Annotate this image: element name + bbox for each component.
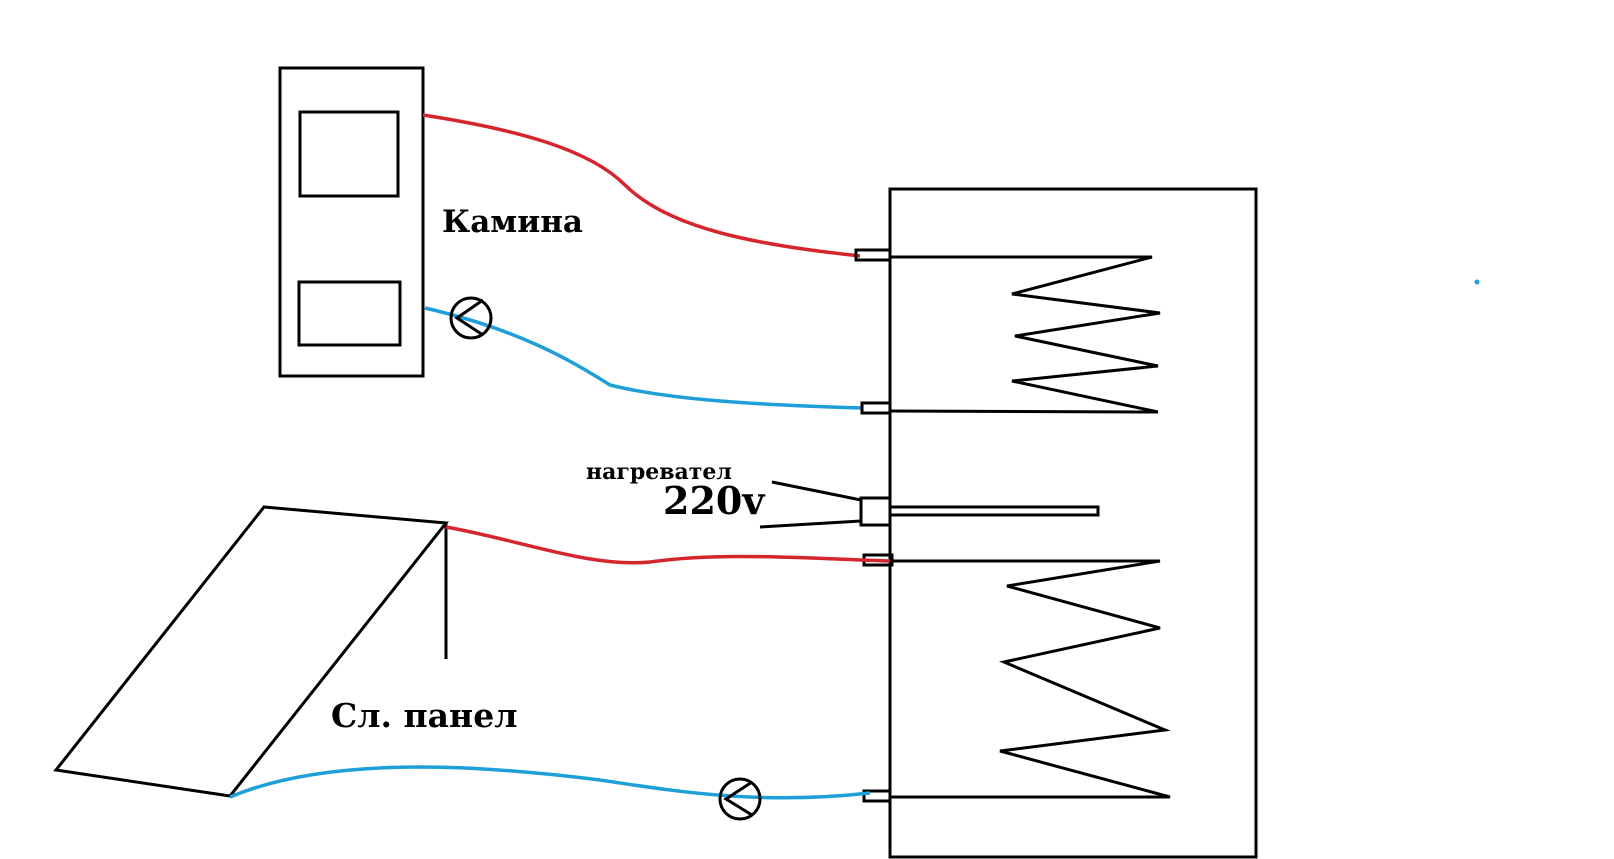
- stray-dot: [1474, 279, 1480, 285]
- voltage-label: 220v: [663, 478, 766, 523]
- solar-return-pipe: [229, 765, 871, 800]
- fireplace: [278, 66, 425, 378]
- heater-wire-lower: [759, 519, 862, 529]
- lower-coil: [862, 553, 1171, 803]
- heater-label: нагревател: [586, 459, 732, 485]
- upper-coil-inlet-connector: [854, 248, 892, 262]
- upper-coil-outlet-connector: [860, 401, 892, 415]
- fireplace-lower-window: [297, 280, 402, 347]
- solar-panel-label: Сл. панел: [331, 696, 517, 735]
- solar-supply-pipe: [445, 525, 891, 565]
- heater-flange: [859, 496, 892, 527]
- tank-body: [888, 187, 1258, 859]
- fireplace-return-pipe: [424, 306, 863, 410]
- electric-heater: [759, 480, 1100, 529]
- storage-tank: [888, 187, 1258, 859]
- upper-coil: [854, 248, 1161, 415]
- solar-pump-icon: [718, 777, 762, 821]
- heater-rod: [888, 505, 1100, 517]
- heater-wire-upper: [771, 480, 862, 502]
- fireplace-body: [278, 66, 425, 378]
- fireplace-pump-icon: [449, 296, 493, 340]
- solar-panel: [53, 505, 449, 798]
- fireplace-label: Камина: [442, 204, 583, 240]
- fireplace-supply-pipe: [422, 113, 861, 258]
- fireplace-upper-window: [298, 110, 400, 198]
